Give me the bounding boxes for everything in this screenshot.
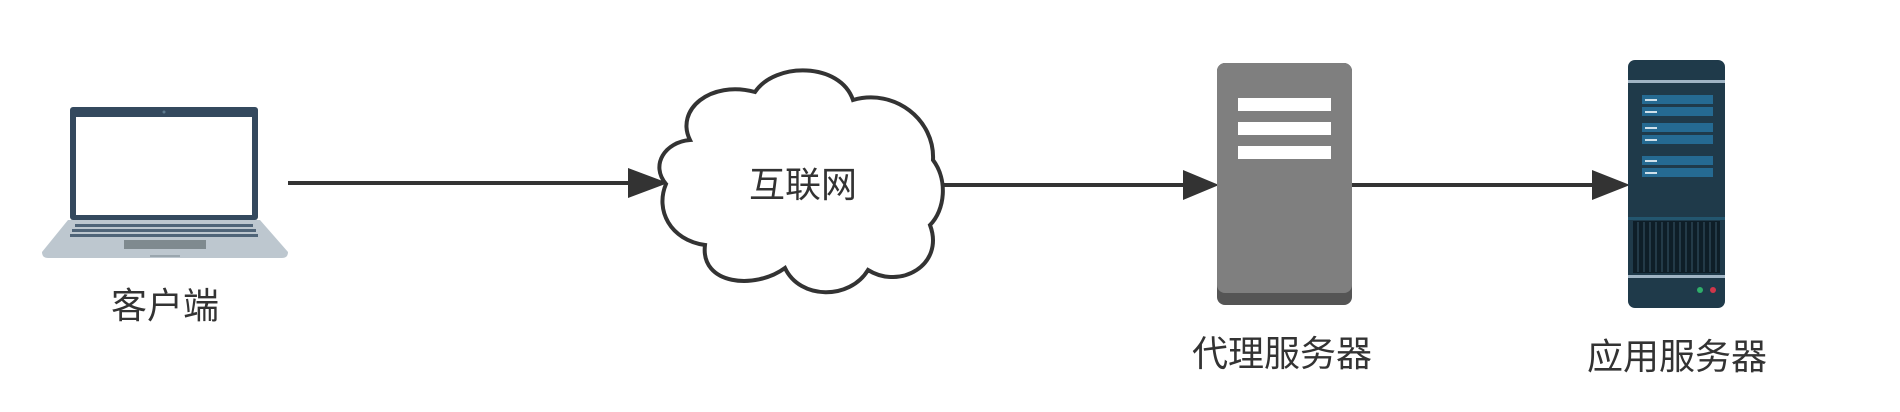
arrowhead-icon — [1183, 170, 1219, 200]
arrowhead-icon — [1592, 170, 1630, 200]
app-server-label: 应用服务器 — [1586, 337, 1768, 378]
cloud-icon[interactable] — [657, 68, 945, 295]
arrowhead-icon — [628, 168, 668, 198]
edge-internet-proxy — [942, 170, 1219, 200]
edge-proxy-app — [1352, 170, 1630, 200]
client-label: 客户端 — [110, 286, 220, 327]
app-server-icon[interactable] — [1628, 60, 1725, 308]
laptop-icon[interactable] — [42, 107, 288, 258]
edge-client-internet — [288, 168, 668, 198]
proxy-server-icon[interactable] — [1217, 63, 1352, 305]
status-led-green-icon — [1697, 287, 1703, 293]
status-led-red-icon — [1710, 287, 1716, 293]
proxy-server-label: 代理服务器 — [1191, 334, 1373, 375]
internet-label: 互联网 — [748, 165, 858, 206]
